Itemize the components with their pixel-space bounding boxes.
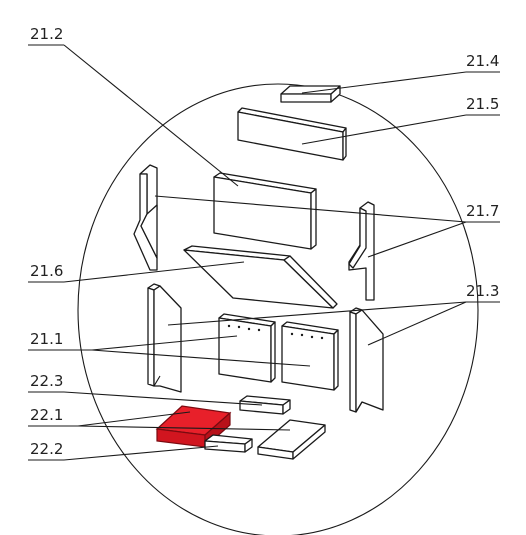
- part-21-5[interactable]: [237, 107, 347, 161]
- part-22-3[interactable]: [239, 395, 291, 415]
- label-21-2: 21.2: [30, 25, 63, 43]
- label-21-4: 21.4: [466, 52, 499, 70]
- part-21-1-left[interactable]: [218, 313, 276, 383]
- part-21-3-left[interactable]: [147, 283, 182, 393]
- label-21-3: 21.3: [466, 282, 499, 300]
- label-22-2: 22.2: [30, 440, 63, 458]
- part-21-4[interactable]: [280, 85, 341, 103]
- label-21-1: 21.1: [30, 330, 63, 348]
- label-21-5: 21.5: [466, 95, 499, 113]
- label-22-3: 22.3: [30, 372, 63, 390]
- label-22-1: 22.1: [30, 406, 63, 424]
- leader-lines: [28, 44, 500, 461]
- part-21-1-right[interactable]: [281, 321, 339, 391]
- part-21-6[interactable]: [183, 245, 338, 309]
- label-21-6: 21.6: [30, 262, 63, 280]
- part-22-2[interactable]: [204, 434, 253, 453]
- label-21-7: 21.7: [466, 202, 499, 220]
- part-21-7-right[interactable]: [348, 201, 375, 301]
- part-21-2[interactable]: [213, 172, 317, 250]
- part-22-1-slab[interactable]: [257, 419, 326, 460]
- part-21-3-right[interactable]: [349, 307, 384, 413]
- part-21-7-left[interactable]: [133, 164, 158, 271]
- assembly-outline: [77, 83, 479, 535]
